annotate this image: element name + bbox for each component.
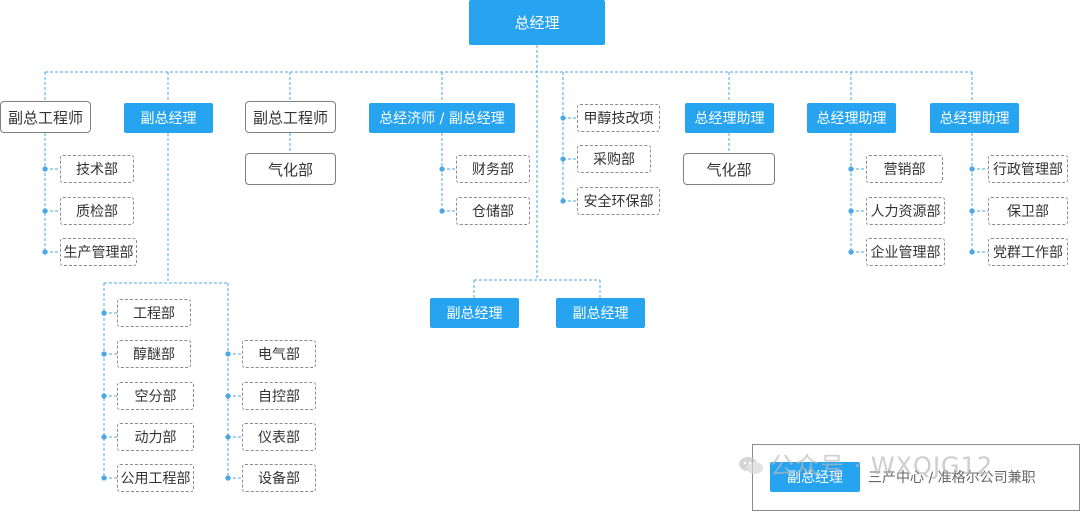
dept-power: 动力部 (117, 423, 194, 451)
connector-dot (439, 208, 445, 214)
dept-marketing: 营销部 (866, 155, 943, 183)
wechat-icon (738, 454, 764, 474)
dept-security: 保卫部 (988, 197, 1068, 225)
dept-methanol-retrofit: 甲醇技改项 (577, 104, 660, 132)
node-deputy-general-manager-3: 副总经理 (556, 298, 645, 328)
legend-text: 三产中心 / 准格尔公司兼职 (868, 470, 1036, 486)
connector-dot (42, 166, 48, 172)
connector-dot (101, 475, 107, 481)
legend-node: 副总经理 (770, 462, 860, 492)
connector-dot (969, 208, 975, 214)
dept-technology: 技术部 (60, 155, 134, 183)
connector-dot (560, 115, 566, 121)
dept-production-management: 生产管理部 (60, 238, 137, 266)
dept-quality: 质检部 (60, 197, 134, 225)
dept-party-mass-work: 党群工作部 (988, 238, 1068, 266)
connector-dot (969, 166, 975, 172)
dept-administration: 行政管理部 (988, 155, 1068, 183)
connector-dot (848, 166, 854, 172)
connector-dot (42, 249, 48, 255)
dept-gasification-1: 气化部 (245, 153, 336, 185)
node-gm-assistant-1: 总经理助理 (685, 103, 774, 133)
connector-dot (225, 475, 231, 481)
dept-engineering: 工程部 (117, 299, 191, 327)
dept-finance: 财务部 (456, 155, 530, 183)
dept-enterprise-management: 企业管理部 (866, 238, 945, 266)
connector-dot (439, 166, 445, 172)
connector-dot (225, 351, 231, 357)
connector-dot (225, 434, 231, 440)
connector-dot (101, 310, 107, 316)
node-deputy-chief-engineer-1: 副总工程师 (0, 101, 91, 133)
connector-dot (101, 351, 107, 357)
connector-dot (101, 434, 107, 440)
connector-dot (560, 156, 566, 162)
node-general-manager: 总经理 (469, 0, 605, 45)
node-deputy-general-manager-1: 副总经理 (124, 103, 213, 133)
dept-equipment: 设备部 (242, 464, 316, 492)
connector-dot (848, 208, 854, 214)
connector-dot (42, 208, 48, 214)
node-chief-economist: 总经济师 / 副总经理 (369, 103, 515, 133)
node-deputy-chief-engineer-2: 副总工程师 (245, 101, 336, 133)
dept-procurement: 采购部 (577, 145, 651, 173)
connector-dot (101, 393, 107, 399)
dept-instruments: 仪表部 (242, 423, 316, 451)
node-deputy-general-manager-2: 副总经理 (430, 298, 519, 328)
dept-human-resources: 人力资源部 (866, 197, 945, 225)
connector-dot (848, 249, 854, 255)
connector-dot (225, 393, 231, 399)
dept-safety-environment: 安全环保部 (577, 187, 660, 215)
node-gm-assistant-3: 总经理助理 (930, 103, 1019, 133)
connector-dot (560, 198, 566, 204)
dept-utility-engineering: 公用工程部 (117, 464, 194, 492)
dept-gasification-2: 气化部 (683, 153, 775, 185)
watermark: 公众号 · WXQJG12 (738, 446, 993, 481)
node-gm-assistant-2: 总经理助理 (807, 103, 896, 133)
watermark-text: 公众号 · WXQJG12 (770, 452, 994, 480)
dept-warehousing: 仓储部 (456, 197, 530, 225)
dept-electrical: 电气部 (242, 340, 316, 368)
dept-air-separation: 空分部 (117, 382, 194, 410)
connector-dot (969, 249, 975, 255)
dept-alcohol-ether: 醇醚部 (117, 340, 191, 368)
dept-automation: 自控部 (242, 382, 316, 410)
